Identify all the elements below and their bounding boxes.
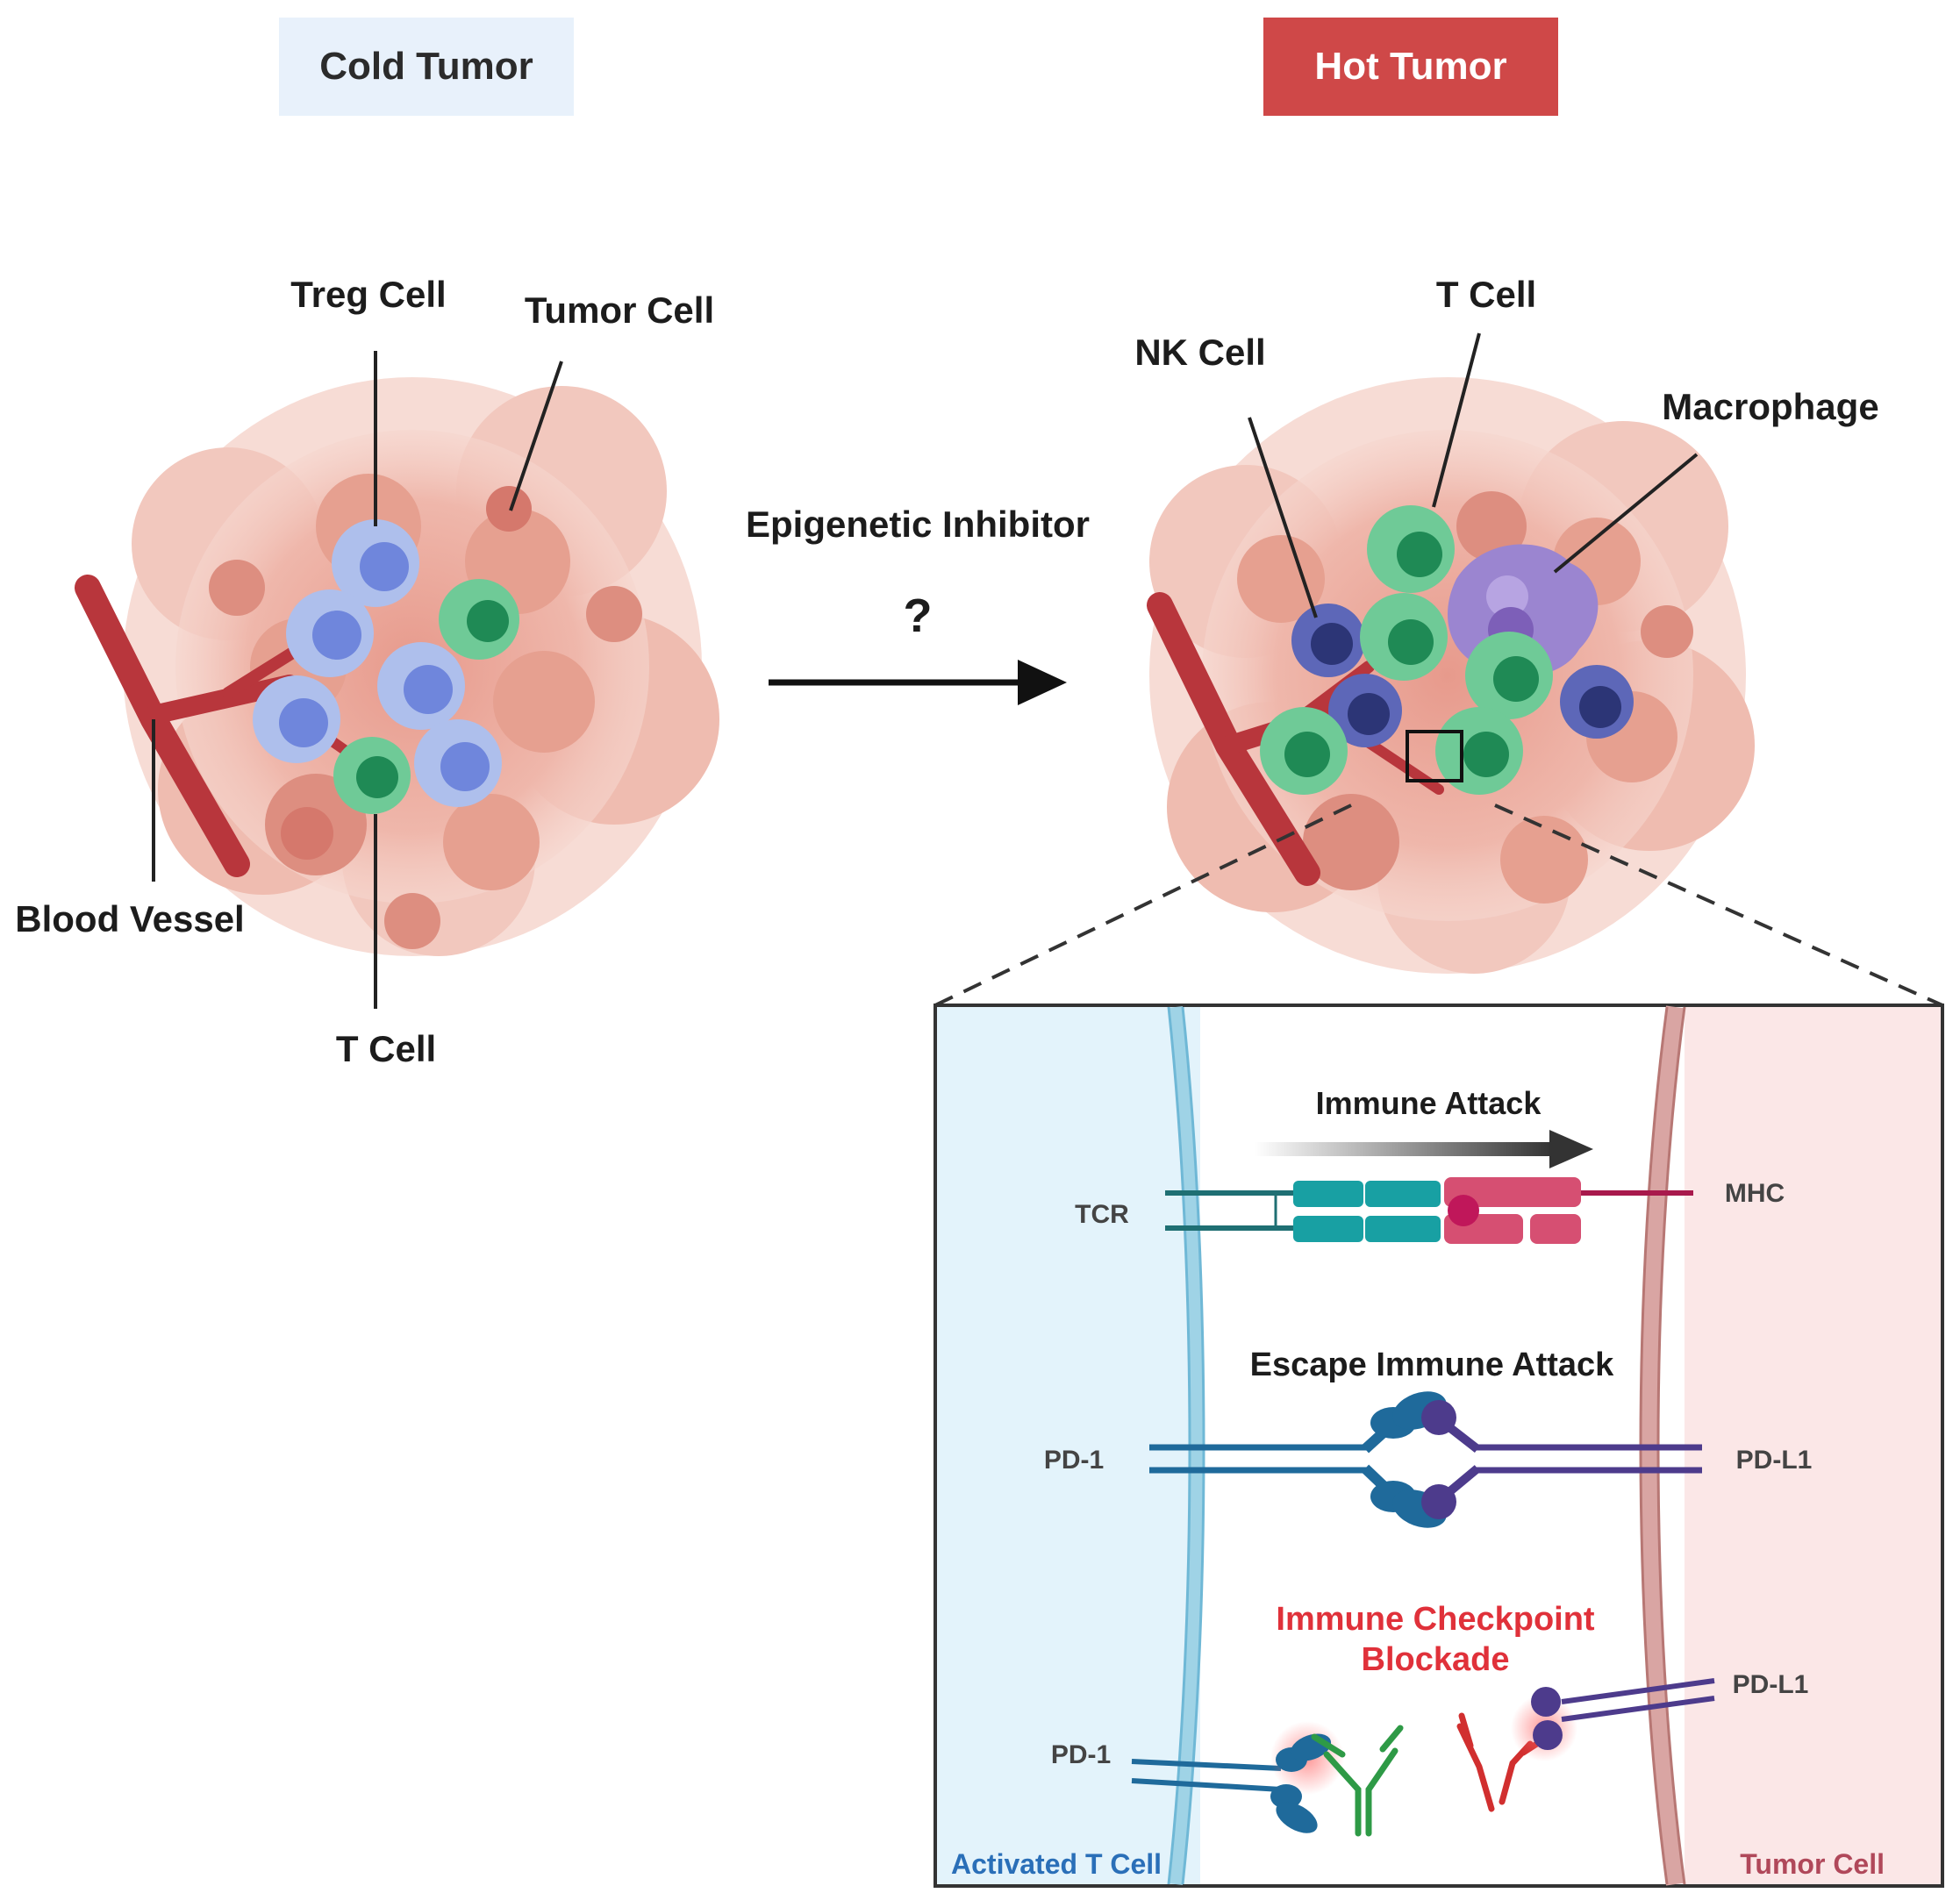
treg-cell [414,719,502,807]
nk-cell [1560,665,1634,739]
treg-cell [332,519,419,607]
hot-tumor-mass [1149,377,1755,974]
macrophage-label: Macrophage [1662,386,1878,427]
t-cell [1465,632,1553,719]
pdl1-ligand-bottom [1531,1678,1715,1750]
blockade-label-line1: Immune Checkpoint [1276,1601,1594,1638]
cold-t-cell-label: T Cell [336,1028,436,1069]
cold-treg-cells [253,519,502,807]
pdl1-bottom-label: PD-L1 [1733,1670,1809,1699]
hot-leader-lines [1248,332,1699,618]
zoom-box [1406,730,1463,782]
immune-attack-arrow [1255,1130,1593,1168]
t-cell [1367,505,1455,593]
t-cell [1360,593,1448,681]
nk-cell [1328,674,1402,747]
blood-vessel-label: Blood Vessel [15,898,244,939]
transition-arrow [769,660,1067,705]
pdl1-ligand-top [1421,1400,1702,1519]
pd1-receptor-bottom [1131,1721,1344,1833]
hot-t-cells [1260,505,1553,795]
inset-panel: Immune Attack TCR MHC Escape Immune Atta… [934,1004,1944,1888]
treg-cell-label: Treg Cell [290,274,446,315]
escape-immune-attack-label: Escape Immune Attack [1250,1347,1615,1383]
tcr-receptor [1165,1181,1441,1242]
t-cell [1435,707,1523,795]
cold-tumor-title: Cold Tumor [319,45,533,88]
nk-cell [1291,604,1365,677]
t-cell [1260,707,1348,795]
mhc-molecule [1444,1177,1693,1244]
tumor-cell-label: Tumor Cell [525,289,714,331]
t-cell [439,579,519,660]
activated-t-cell-label: Activated T Cell [951,1848,1162,1880]
cold-tumor-header: Cold Tumor [279,18,574,116]
blockade-label-line2: Blockade [1362,1641,1510,1678]
treg-cell [377,642,465,730]
pd1-top-label: PD-1 [1044,1446,1104,1475]
hot-tumor-header: Hot Tumor [1263,18,1558,116]
tumor-cell-region [1685,1007,1941,1884]
pdl1-top-label: PD-L1 [1736,1446,1813,1475]
hot-nk-cells [1291,604,1634,747]
zoom-lines [934,804,1943,1007]
cold-t-cells [333,579,519,814]
mhc-label: MHC [1725,1179,1785,1208]
treg-cell [286,589,374,677]
inset-tumor-cell-label: Tumor Cell [1740,1848,1885,1880]
immune-attack-label: Immune Attack [1316,1085,1542,1121]
treg-cell [253,675,340,763]
nk-cell-label: NK Cell [1134,332,1265,373]
question-mark: ? [904,589,933,642]
hot-tumor-title: Hot Tumor [1314,45,1506,88]
pd1-bottom-label: PD-1 [1051,1740,1111,1769]
epigenetic-inhibitor-label: Epigenetic Inhibitor [746,504,1090,545]
anti-pd1-antibody [1311,1725,1404,1837]
cold-leader-lines [152,351,563,1009]
tcr-label: TCR [1075,1200,1129,1229]
hot-t-cell-label: T Cell [1436,274,1536,315]
t-cell [333,737,411,814]
